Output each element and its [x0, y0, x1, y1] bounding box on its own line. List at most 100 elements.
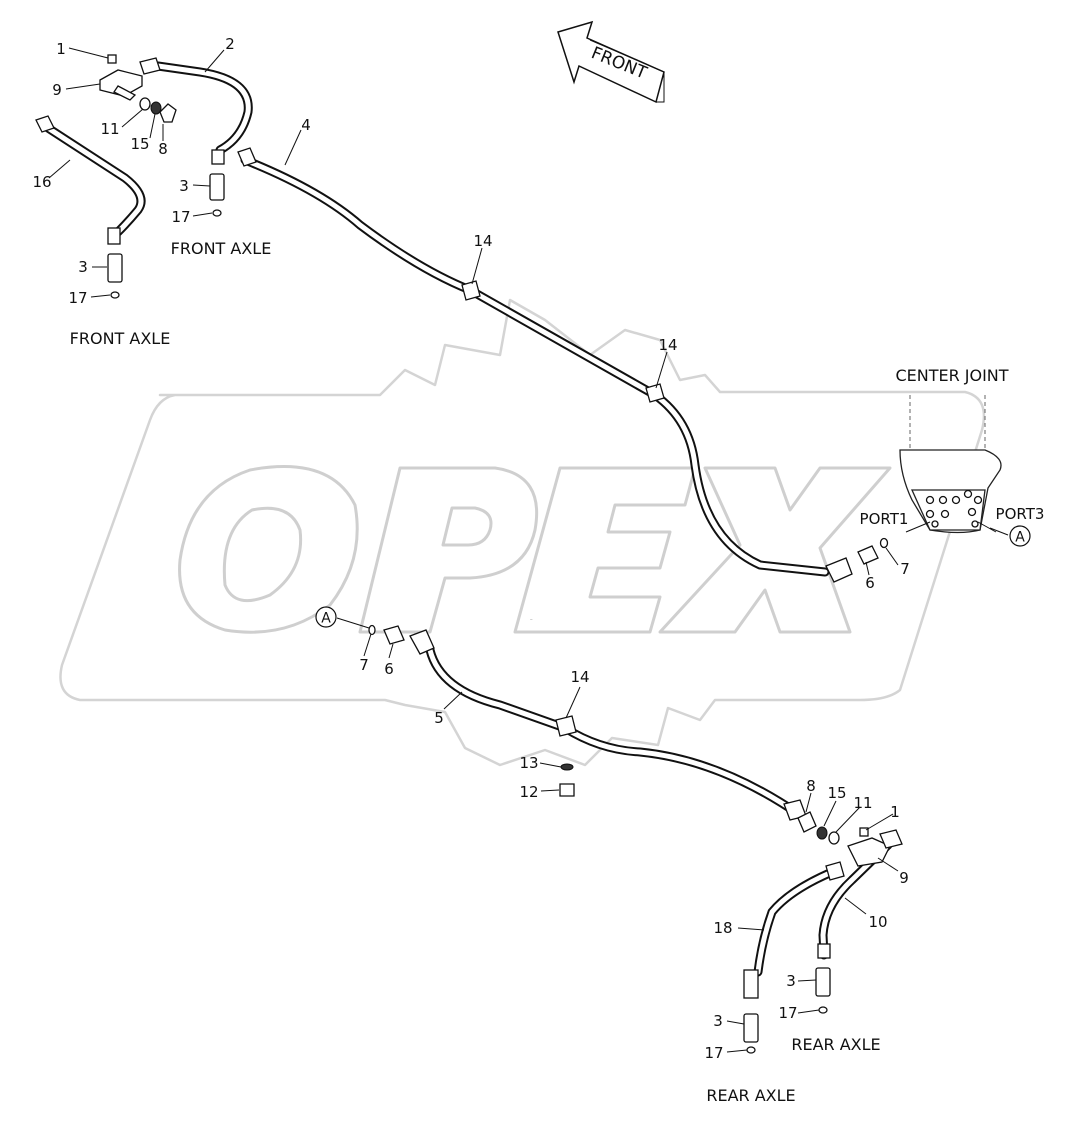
callout-8-top: 8 [158, 140, 168, 158]
callout-6-lower: 6 [384, 660, 394, 678]
fitting-front-right [211, 149, 225, 165]
leader-lines [48, 47, 1009, 1053]
oring-7-upper [879, 537, 889, 549]
callout-3-rear-left: 3 [713, 1012, 723, 1030]
watermark-letter-o [178, 465, 359, 634]
callout-17-rear-left: 17 [704, 1044, 723, 1062]
clamp-14-second [645, 383, 665, 403]
callout-11-top: 11 [100, 120, 119, 138]
callout-7-lower: 7 [359, 656, 369, 674]
callout-1-top: 1 [56, 40, 66, 58]
watermark-text: OPEX [530, 619, 533, 621]
washer-11-bottom [828, 831, 840, 845]
hose-10 [818, 840, 893, 960]
callout-16: 16 [32, 173, 51, 191]
center-joint: CENTER JOINT PORT1 PORT3 [860, 366, 1045, 534]
rear-axle-label-left: REAR AXLE [706, 1086, 795, 1105]
callout-2-top: 2 [225, 35, 235, 53]
watermark-letter-e [513, 466, 697, 634]
fitting-rear-left [743, 969, 759, 999]
port-leaders [905, 521, 997, 533]
callout-17-front-left: 17 [68, 289, 87, 307]
hose-4 [240, 155, 830, 577]
fittings [35, 54, 903, 1054]
callout-14-second: 14 [658, 336, 677, 354]
washer-11-top [139, 97, 151, 111]
hose-18-top-fitting [825, 861, 845, 881]
nut-8-top [159, 103, 177, 123]
oring-17-front-left [110, 291, 120, 299]
callout-3-rear-right: 3 [786, 972, 796, 990]
clamp-14-third [555, 715, 577, 737]
callout-8-bottom: 8 [806, 777, 816, 795]
callout-11-bottom: 11 [853, 794, 872, 812]
hoses [43, 61, 893, 977]
ref-mark-upper: A [1015, 530, 1025, 546]
washer-13 [560, 763, 574, 771]
callout-6-upper: 6 [865, 574, 875, 592]
opex-watermark: OPEX [59, 298, 986, 767]
clamp-14-first [461, 280, 481, 301]
washer-15-top [150, 101, 162, 115]
center-joint-label: CENTER JOINT [895, 366, 1008, 385]
ref-mark-lower: A [321, 611, 331, 627]
hose-4-fitting-top [237, 147, 257, 167]
front-direction-arrow: FRONT [557, 20, 665, 104]
callout-18: 18 [713, 919, 732, 937]
fitting-rear-right [817, 943, 831, 959]
washer-15-bottom [816, 826, 828, 840]
tee-block-9-bottom [847, 827, 903, 867]
watermark-letter-x [658, 466, 892, 634]
oring-7-lower [368, 624, 376, 636]
adapter-3-rear-left [743, 1013, 759, 1043]
callout-3-front-right: 3 [179, 177, 189, 195]
front-axle-label-right: FRONT AXLE [171, 239, 272, 258]
callout-14-third: 14 [570, 668, 589, 686]
callout-7-upper: 7 [900, 560, 910, 578]
adapter-6-lower [383, 625, 405, 645]
adapter-3-front-left [107, 253, 123, 283]
tee-block-9-top [35, 54, 161, 133]
hose-5-end-fitting [409, 629, 435, 655]
front-arrow-shape [557, 20, 665, 104]
callout-14-first: 14 [473, 232, 492, 250]
watermark-letter-p [358, 466, 539, 634]
hose-18 [753, 867, 837, 977]
watermark-gear-outline [59, 298, 986, 767]
callout-15-bottom: 15 [827, 784, 846, 802]
adapter-3-front-right [209, 173, 225, 201]
oring-17-rear-left [746, 1046, 756, 1054]
hose-2 [153, 61, 253, 155]
callout-1-bottom: 1 [890, 803, 900, 821]
callout-12: 12 [519, 783, 538, 801]
hose-16 [43, 123, 146, 237]
center-joint-port-holes [925, 489, 983, 528]
ref-circle-lower [315, 606, 337, 628]
reference-marks: A A [315, 525, 1031, 628]
callout-4: 4 [301, 116, 311, 134]
callout-10: 10 [868, 913, 887, 931]
oring-17-front-right [212, 209, 222, 217]
axle-labels: FRONT AXLE FRONT AXLE REAR AXLE REAR AXL… [70, 239, 881, 1105]
rear-axle-label-right: REAR AXLE [791, 1035, 880, 1054]
callout-9-top: 9 [52, 81, 62, 99]
port3-label: PORT3 [996, 505, 1045, 523]
adapter-6-upper [857, 545, 879, 565]
callout-17-rear-right: 17 [778, 1004, 797, 1022]
hose-4-end-fitting [825, 557, 853, 583]
adapter-3-rear-right [815, 967, 831, 997]
hose-5 [425, 645, 805, 820]
callout-numbers: 1 2 9 11 15 8 16 3 17 3 17 4 14 14 7 6 7… [32, 35, 909, 1062]
ref-circle-upper [1009, 525, 1031, 547]
fitting-front-left [107, 227, 121, 245]
callout-3-front-left: 3 [78, 258, 88, 276]
callout-9-bottom: 9 [899, 869, 909, 887]
callout-15-top: 15 [130, 135, 149, 153]
front-axle-label-left: FRONT AXLE [70, 329, 171, 348]
bolt-12 [559, 783, 575, 797]
callout-5: 5 [434, 709, 444, 727]
port1-label: PORT1 [860, 510, 909, 528]
center-joint-shaft [909, 395, 986, 450]
